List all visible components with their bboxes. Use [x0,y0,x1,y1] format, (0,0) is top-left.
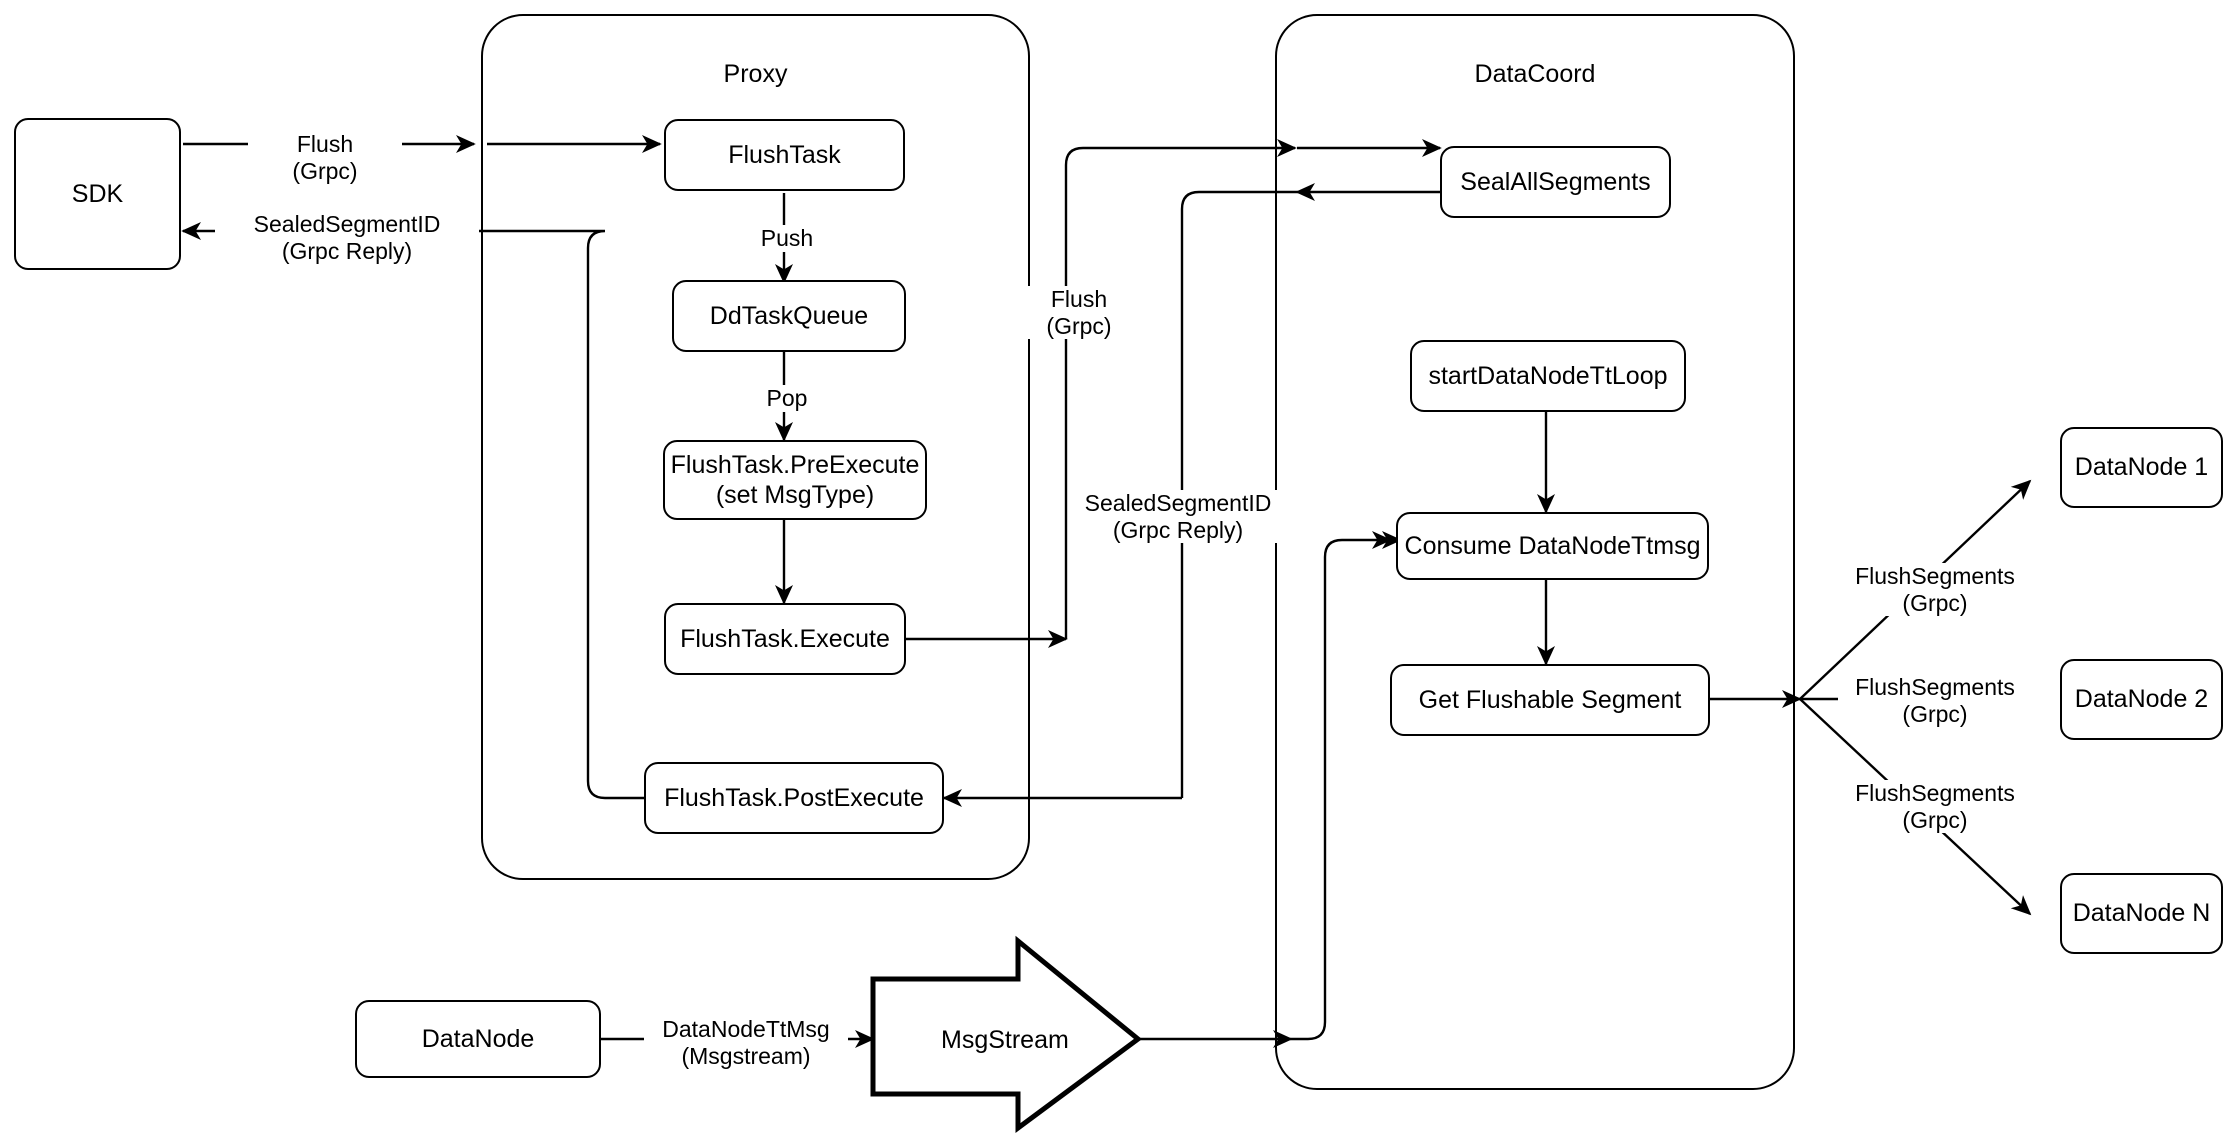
node-flush-task-post-execute[interactable]: FlushTask.PostExecute [644,762,944,834]
node-flush-task-execute[interactable]: FlushTask.Execute [664,603,906,675]
container-proxy [481,14,1030,880]
edge-flush-vertical-up [1064,146,1240,639]
node-flush-task[interactable]: FlushTask [664,119,905,191]
node-flush-task-pre-execute[interactable]: FlushTask.PreExecute (set MsgType) [663,440,927,520]
edge-msgstream-branch [1291,538,1380,1041]
node-get-flushable-segment[interactable]: Get Flushable Segment [1390,664,1710,736]
node-datanode-2[interactable]: DataNode 2 [2060,659,2223,740]
container-proxy-title: Proxy [723,60,788,88]
edge-label-proxy-to-sdk: SealedSegmentID (Grpc Reply) [215,211,479,265]
node-start-datanode-tt-loop[interactable]: startDataNodeTtLoop [1410,340,1686,412]
node-datanode-1[interactable]: DataNode 1 [2060,427,2223,508]
container-datacoord [1275,14,1795,1090]
edge-label-datacoord-to-proxy: SealedSegmentID (Grpc Reply) [1076,490,1280,544]
edge-postexecute-to-reply [486,229,644,800]
container-datacoord-title: DataCoord [1474,60,1596,88]
edge-label-flush-segments-2: FlushSegments (Grpc) [1838,674,2032,728]
node-seal-all-segments[interactable]: SealAllSegments [1440,146,1671,218]
edge-sealed-vertical-down [1180,190,1297,798]
msgstream-block-arrow [870,935,1143,1133]
edge-label-pop: Pop [752,385,822,412]
edge-label-flush-segments-n: FlushSegments (Grpc) [1838,780,2032,834]
node-datanode-bottom[interactable]: DataNode [355,1000,601,1078]
edge-label-proxy-to-datacoord: Flush (Grpc) [1017,286,1141,340]
node-datanode-n[interactable]: DataNode N [2060,873,2223,954]
edge-label-datanode-to-msgstream: DataNodeTtMsg (Msgstream) [644,1016,848,1070]
node-consume-datanode-ttmsg[interactable]: Consume DataNodeTtmsg [1396,512,1709,580]
node-sdk[interactable]: SDK [14,118,181,270]
node-dd-task-queue[interactable]: DdTaskQueue [672,280,906,352]
edge-label-sdk-to-proxy: Flush (Grpc) [248,131,402,185]
edge-label-flush-segments-1: FlushSegments (Grpc) [1838,563,2032,617]
node-msgstream-label: MsgStream [941,1026,1069,1054]
edge-label-push: Push [746,225,828,252]
